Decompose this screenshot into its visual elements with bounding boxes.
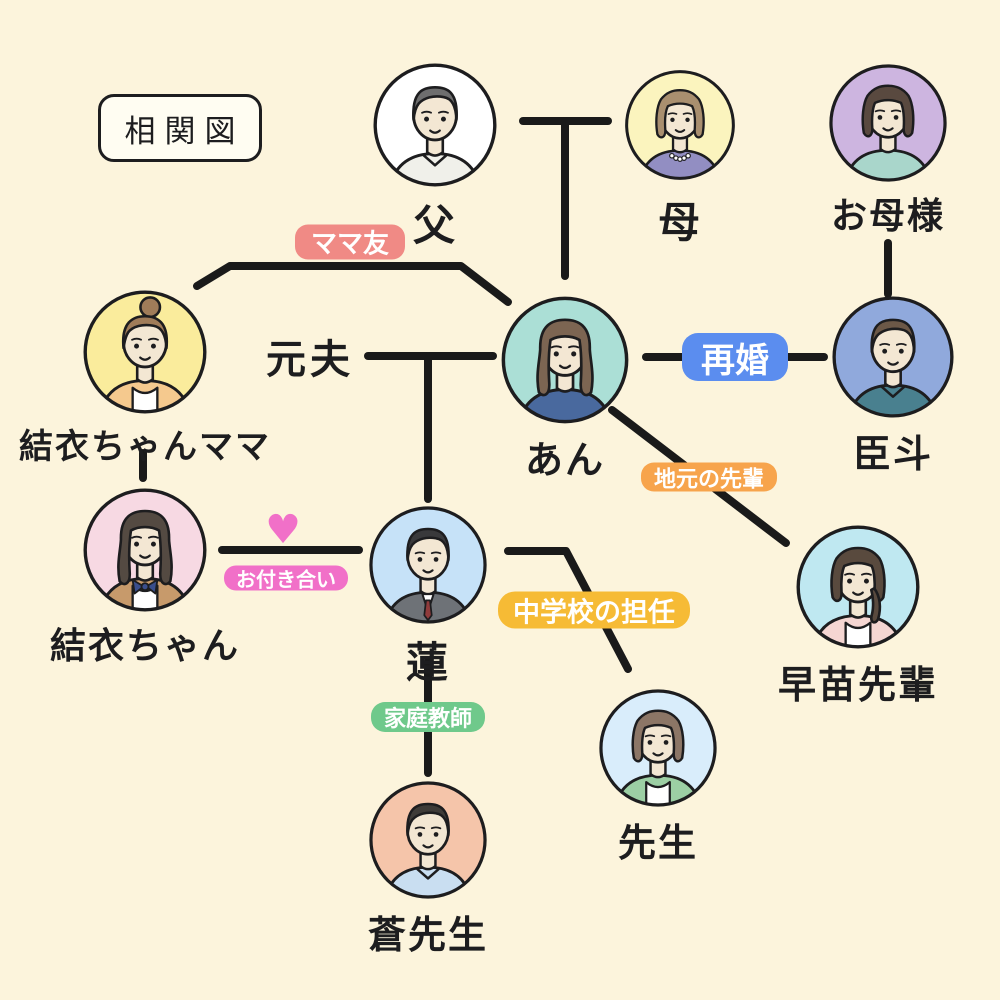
sanae-senpai-avatar [793, 522, 923, 652]
okasama-avatar [826, 61, 950, 185]
person-node-ao-sensei: 蒼先生 [366, 778, 490, 957]
person-node-yui-chan: 結衣ちゃん [50, 485, 238, 667]
ao-sensei-avatar [366, 778, 490, 902]
person-node-mother: 母 [622, 67, 738, 247]
person-label-an: あん [524, 438, 606, 482]
person-label-ren: 蓮 [405, 638, 451, 687]
yui-mama-avatar [80, 287, 210, 417]
person-label-father: 父 [412, 201, 458, 250]
sensei-avatar [596, 686, 720, 810]
person-label-sensei: 先生 [617, 821, 699, 865]
yui-chan-avatar [80, 485, 210, 615]
line-mamatomo [193, 262, 512, 306]
relationship-badge-mamatomo: ママ友 [294, 224, 406, 260]
person-node-father: 父 [370, 60, 500, 250]
person-label-yui-mama: 結衣ちゃんママ [19, 427, 271, 467]
person-node-okasama: お母様 [826, 61, 950, 237]
chart-title: 相関図 [124, 113, 245, 150]
person-node-sensei: 先生 [596, 686, 720, 865]
person-label-mother: 母 [657, 198, 703, 247]
person-label-minto: 臣斗 [852, 432, 934, 476]
person-node-yui-mama: 結衣ちゃんママ [19, 287, 269, 467]
chart-title-box: 相関図 [98, 94, 262, 162]
person-node-minto: 臣斗 [829, 293, 957, 476]
minto-avatar [829, 293, 957, 421]
person-label-okasama: お母様 [830, 196, 946, 237]
person-label-yui-chan: 結衣ちゃん [49, 626, 241, 667]
relationship-badge-otsukiai: お付き合い [224, 565, 348, 592]
person-node-ren: 蓮 [366, 503, 490, 687]
person-label-sanae-senpai: 早苗先輩 [777, 663, 939, 707]
person-node-an: あん [498, 293, 632, 482]
line-ren-sensei [504, 547, 632, 673]
relationship-badge-saikon: 再婚 [682, 333, 788, 381]
relationship-text-motootto: 元夫 [266, 337, 354, 383]
an-avatar [498, 293, 632, 427]
father-avatar [370, 60, 500, 190]
mother-avatar [622, 67, 738, 183]
heart-icon: ♥ [265, 507, 301, 553]
relationship-badge-katei-kyoshi: 家庭教師 [370, 702, 486, 732]
person-node-sanae-senpai: 早苗先輩 [778, 522, 936, 707]
relationship-badge-chugakko-tannin: 中学校の担任 [498, 591, 690, 629]
relationship-badge-jimoto-senpai: 地元の先輩 [640, 462, 778, 492]
ren-avatar [366, 503, 490, 627]
person-label-ao-sensei: 蒼先生 [367, 913, 489, 957]
